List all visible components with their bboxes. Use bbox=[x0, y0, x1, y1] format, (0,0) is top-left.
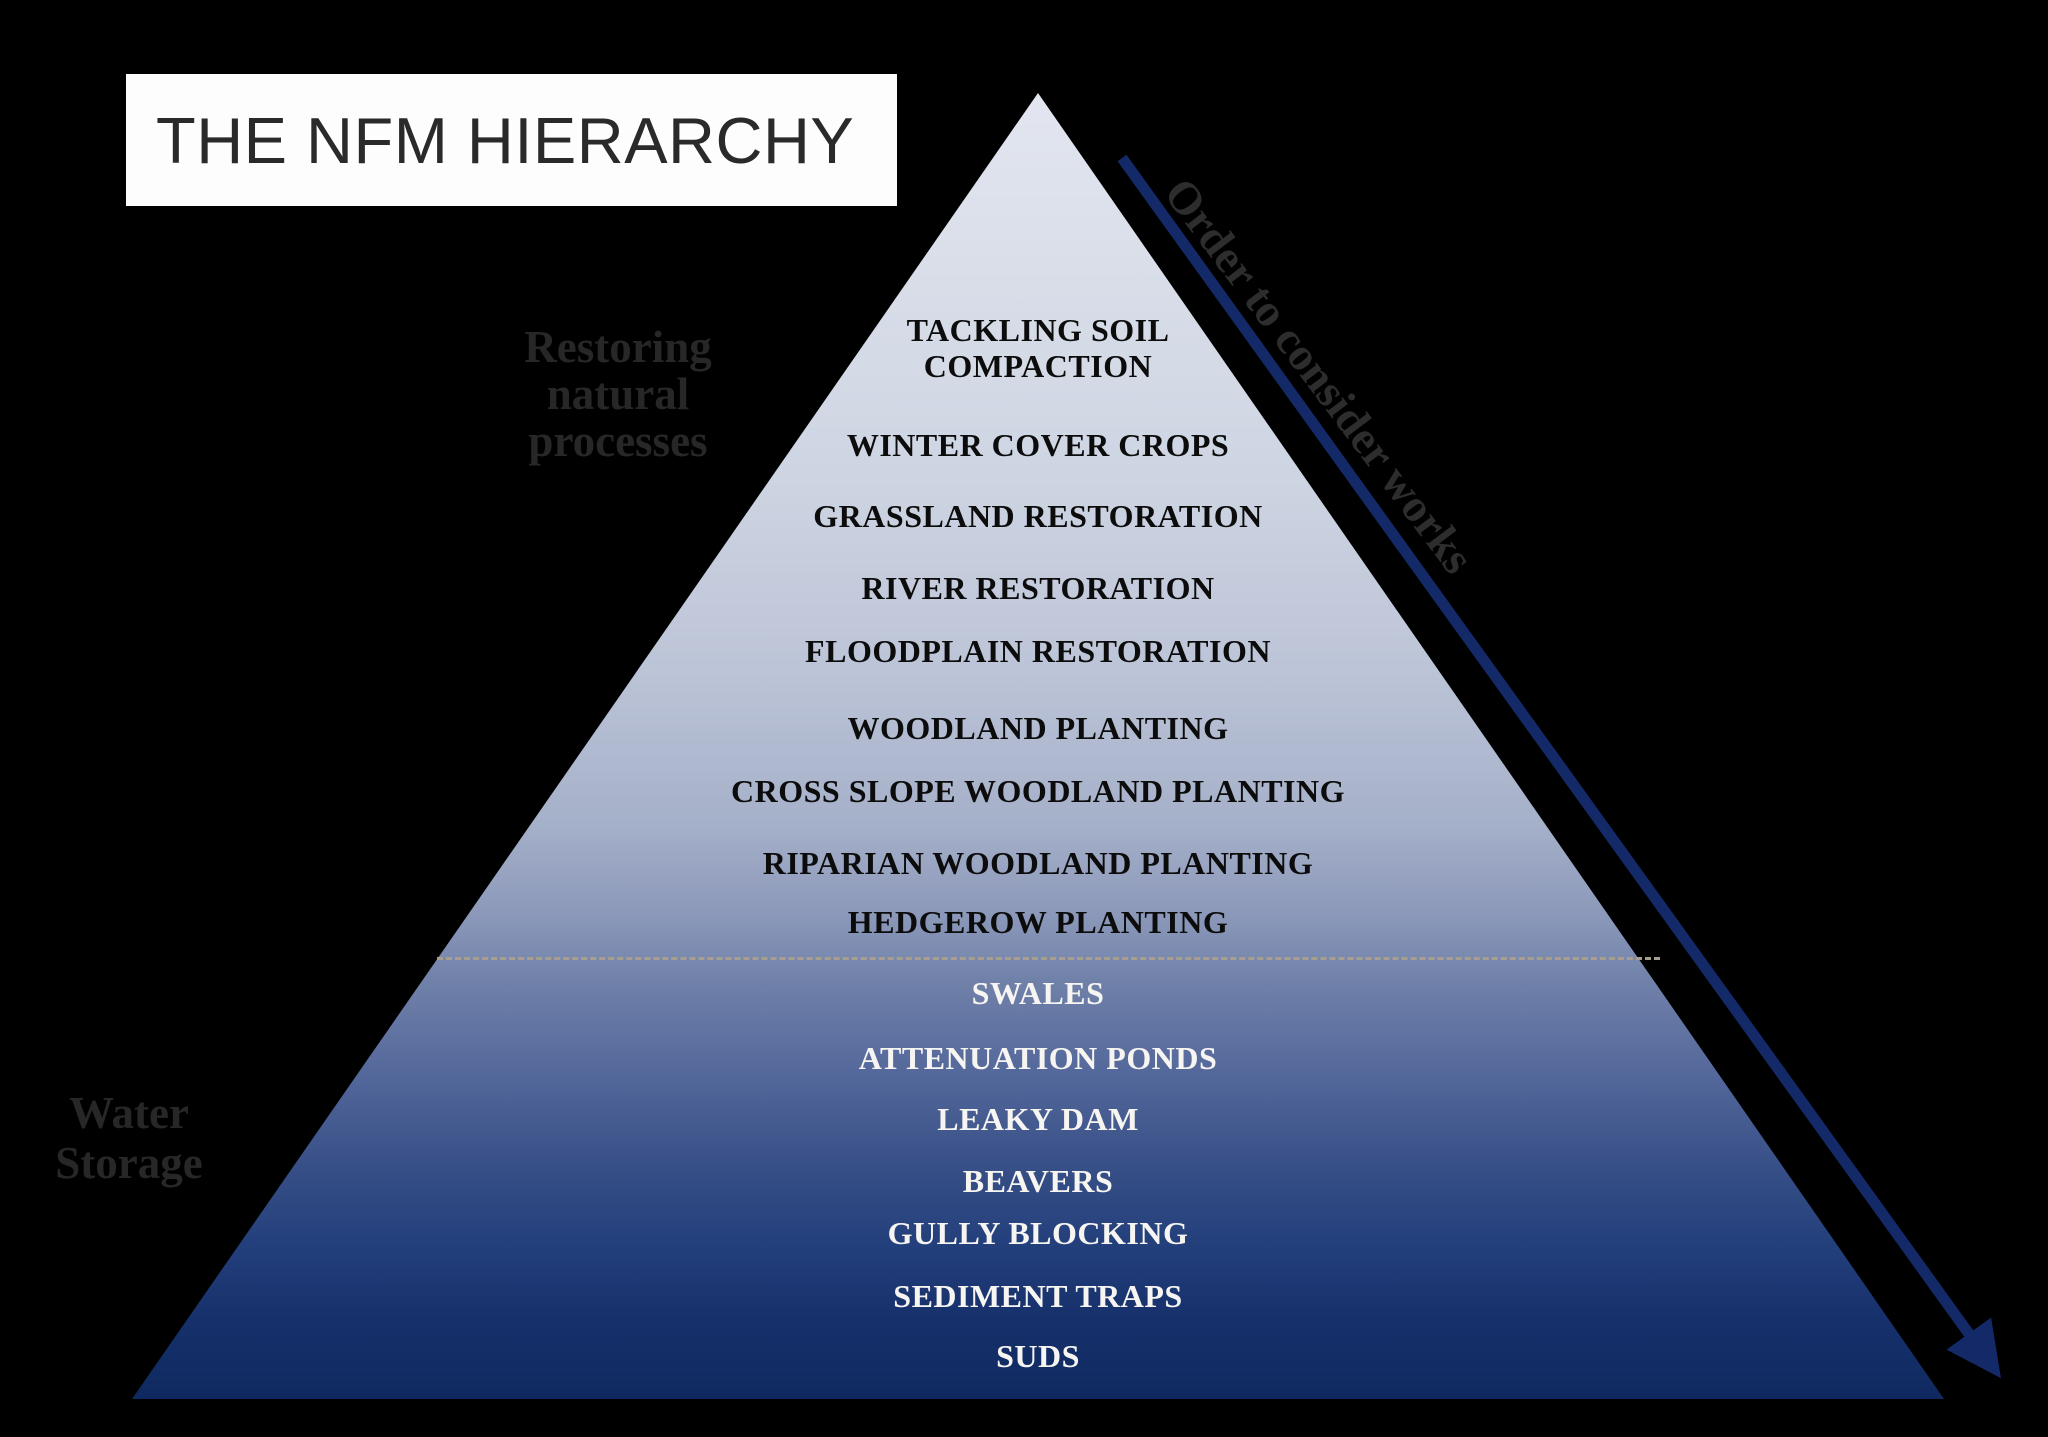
level-river-restoration: RIVER RESTORATION bbox=[861, 570, 1215, 606]
label-water-storage: Water Storage bbox=[55, 1088, 203, 1188]
level-cross-slope-woodland-planting: CROSS SLOPE WOODLAND PLANTING bbox=[730, 773, 1346, 809]
pyramid-shape bbox=[132, 93, 1944, 1399]
level-hedgerow-planting: HEDGEROW PLANTING bbox=[847, 904, 1229, 940]
level-leaky-dam: LEAKY DAM bbox=[937, 1101, 1139, 1137]
level-gully-blocking: GULLY BLOCKING bbox=[887, 1215, 1189, 1251]
label-restoring-natural-processes: Restoring natural processes bbox=[524, 322, 712, 466]
zone-divider-line bbox=[437, 957, 1660, 960]
level-attenuation-ponds: ATTENUATION PONDS bbox=[858, 1040, 1218, 1076]
level-suds: SUDS bbox=[996, 1338, 1080, 1374]
level-tackling-soil-compaction: TACKLING SOIL COMPACTION bbox=[906, 312, 1170, 384]
level-grassland-restoration: GRASSLAND RESTORATION bbox=[813, 498, 1263, 534]
level-swales: SWALES bbox=[971, 975, 1105, 1011]
level-sediment-traps: SEDIMENT TRAPS bbox=[893, 1278, 1183, 1314]
level-woodland-planting: WOODLAND PLANTING bbox=[847, 710, 1229, 746]
level-beavers: BEAVERS bbox=[962, 1163, 1114, 1199]
level-floodplain-restoration: FLOODPLAIN RESTORATION bbox=[805, 633, 1271, 669]
level-riparian-woodland-planting: RIPARIAN WOODLAND PLANTING bbox=[762, 845, 1314, 881]
page-title: THE NFM HIERARCHY bbox=[156, 103, 855, 177]
title-box: THE NFM HIERARCHY bbox=[126, 74, 897, 206]
level-winter-cover-crops: WINTER COVER CROPS bbox=[846, 427, 1230, 463]
